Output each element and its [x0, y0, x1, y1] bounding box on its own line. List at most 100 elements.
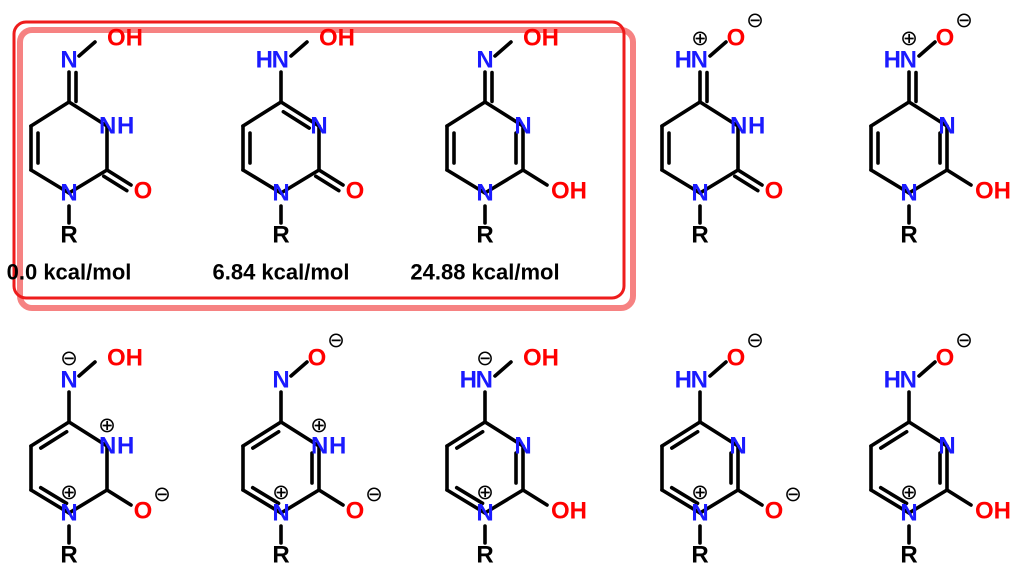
bond-c4-n3 — [483, 100, 525, 128]
atom-o-c2: O — [134, 178, 153, 205]
bond-c2-o — [105, 168, 133, 187]
charge-minus-o-exo: ⊖ — [327, 328, 345, 352]
bond-c5-c4-double — [879, 429, 909, 450]
bond-c4-n3 — [483, 420, 525, 448]
bond-n1-c6 — [445, 488, 487, 515]
bond-nx-o — [493, 40, 513, 58]
atom-nx: N — [272, 47, 289, 74]
charge-plus-n1: ⊕ — [476, 480, 494, 504]
bond-c2-o — [945, 488, 973, 507]
energy-label-t3: 24.88 kcal/mol — [410, 260, 559, 285]
atom-n1: N — [272, 500, 289, 527]
atom-r: R — [272, 222, 289, 249]
bond-c2-o-double — [101, 174, 129, 193]
charge-minus-nx: ⊖ — [476, 346, 494, 370]
atom-nx: N — [60, 367, 77, 394]
bond-nx-o — [917, 40, 937, 58]
bond-c2-n1 — [907, 488, 949, 515]
atom-n1: N — [476, 180, 493, 207]
atom-o-exo: O — [936, 345, 955, 372]
charge-minus-o-c2: ⊖ — [153, 482, 171, 506]
atom-oh-c2: OH — [551, 498, 587, 525]
atom-n3: N — [514, 433, 531, 460]
bond-c4-n3 — [698, 100, 740, 128]
bond-c2-o — [317, 488, 345, 507]
bond-n1-c6-double — [669, 485, 700, 506]
bond-nx-o — [289, 360, 309, 378]
atom-o-exo: O — [308, 345, 327, 372]
bond-c4-n3 — [907, 100, 949, 128]
atom-n3: N — [730, 113, 747, 140]
charge-minus-nx: ⊖ — [60, 346, 78, 370]
atom-o-exo: O — [936, 25, 955, 52]
atom-nx-h: H — [675, 367, 692, 394]
atom-o-c2: O — [346, 178, 365, 205]
bond-c4-n3 — [279, 420, 321, 448]
atom-oh-c2: OH — [975, 498, 1011, 525]
atom-nx: N — [691, 367, 708, 394]
tautomer-t9: NHO⊖NN⊕O⊖R — [660, 328, 802, 567]
bond-nx-o — [77, 40, 97, 58]
atom-n1: N — [691, 500, 708, 527]
bond-c2-o — [521, 488, 549, 507]
atom-oh-c2: OH — [551, 178, 587, 205]
atom-nx: N — [476, 367, 493, 394]
bond-c2-o — [521, 168, 549, 187]
bond-c4-n3 — [67, 100, 109, 128]
atom-o-exo: O — [727, 25, 746, 52]
atom-r: R — [900, 542, 917, 567]
atom-n3: N — [310, 113, 327, 140]
bond-c5-c4 — [241, 420, 283, 448]
atom-r: R — [476, 222, 493, 249]
bond-c2-o — [317, 168, 345, 187]
charge-plus-n3: ⊕ — [98, 413, 116, 437]
bond-c5-c4 — [445, 420, 487, 448]
bond-c4-n3 — [907, 420, 949, 448]
atom-n1: N — [900, 180, 917, 207]
bond-c5-c4-double — [455, 429, 485, 450]
bond-c5-c4 — [660, 100, 702, 128]
atom-o-c2: O — [134, 498, 153, 525]
bond-c2-n1 — [483, 488, 525, 515]
charge-minus-o-c2: ⊖ — [784, 482, 802, 506]
atom-r: R — [900, 222, 917, 249]
tautomer-t10: NHO⊖NN⊕OHR — [869, 328, 1011, 567]
bond-c4-n3 — [279, 100, 321, 128]
bond-c5-c4 — [29, 100, 71, 128]
atom-o-c2: O — [346, 498, 365, 525]
atom-nx: N — [60, 47, 77, 74]
atom-oh-exo: OH — [107, 345, 143, 372]
atom-n3-h: H — [329, 433, 346, 460]
bond-n1-c6 — [660, 488, 702, 515]
bond-n1-c6 — [445, 168, 487, 195]
charge-plus-nx: ⊕ — [691, 26, 709, 50]
bond-n1-c6 — [29, 168, 71, 195]
charge-plus-n1: ⊕ — [900, 480, 918, 504]
atom-nx: N — [900, 367, 917, 394]
bond-c2-n1 — [483, 168, 525, 195]
atom-oh-exo: OH — [107, 25, 143, 52]
atom-n3: N — [99, 113, 116, 140]
bond-c2-n1 — [698, 168, 740, 195]
bond-n1-c6-double — [878, 485, 909, 506]
charge-minus-o-exo: ⊖ — [746, 328, 764, 352]
bond-c5-c4 — [869, 100, 911, 128]
bond-c5-c4-double — [670, 429, 700, 450]
bond-c5-c4-double — [39, 429, 69, 450]
bond-n1-c6 — [869, 488, 911, 515]
bond-n1-c6 — [660, 168, 702, 195]
bond-c2-o-double — [732, 174, 760, 193]
bond-c4-n3-double — [281, 109, 311, 130]
highlight-box-border — [12, 20, 626, 300]
atom-n3: N — [514, 113, 531, 140]
atom-nx-h: H — [460, 367, 477, 394]
atom-o-exo: O — [727, 345, 746, 372]
bond-c5-c4 — [660, 420, 702, 448]
charge-plus-n1: ⊕ — [691, 480, 709, 504]
